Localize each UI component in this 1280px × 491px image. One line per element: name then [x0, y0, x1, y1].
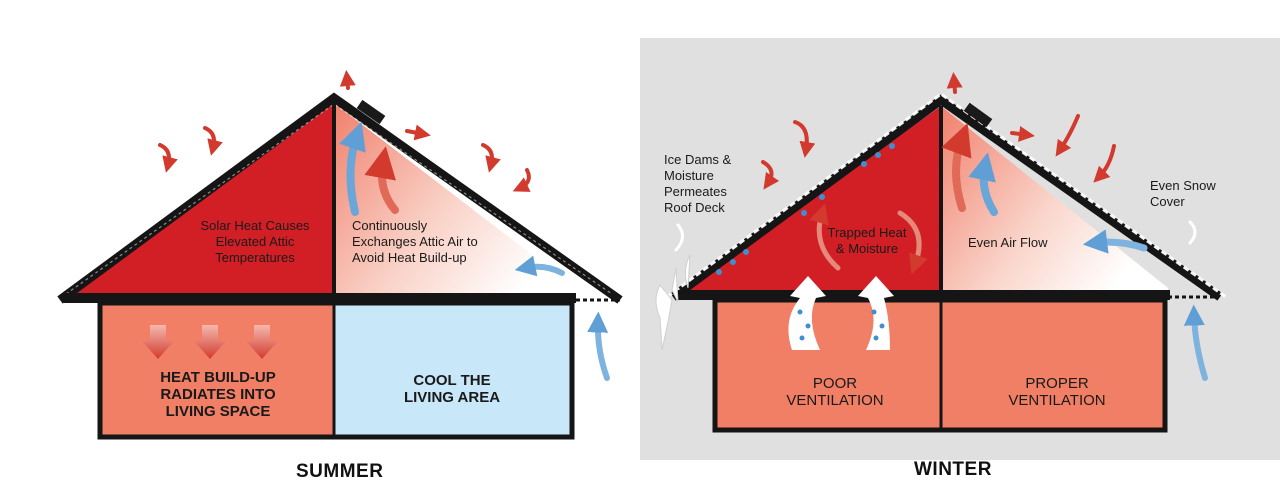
winter-snow-roof	[666, 92, 1227, 299]
winter-ice-dam	[655, 254, 691, 351]
winter-solar-arrows	[761, 72, 1116, 190]
winter-room-poor	[715, 300, 941, 430]
winter-trapped-heat-arrows	[809, 203, 928, 275]
summer-room-hot-text: HEAT BUILD-UP RADIATES INTO LIVING SPACE	[160, 369, 276, 420]
winter-ridge-vent	[963, 102, 993, 128]
summer-ridge-vent	[356, 99, 386, 125]
summer-attic-hot-text: Solar Heat Causes Elevated Attic Tempera…	[200, 218, 310, 265]
winter-room-poor-text: POOR VENTILATION	[786, 375, 884, 409]
summer-roof-outline	[57, 92, 623, 304]
summer-attic-ventilated-text: Continuously Exchanges Attic Air to Avoi…	[352, 218, 478, 265]
summer-attic-floor	[64, 293, 576, 303]
winter-moist-air-arrows	[788, 276, 894, 350]
winter-room-proper-text: PROPER VENTILATION	[1008, 375, 1106, 409]
summer-caption: SUMMER	[296, 461, 384, 482]
summer-room-cool-text: COOL THE LIVING AREA	[403, 372, 501, 406]
summer-house	[57, 70, 623, 440]
winter-room-proper	[941, 300, 1165, 430]
winter-trapped-heat-text: Trapped Heat & Moisture	[827, 225, 907, 256]
summer-room-cool	[334, 303, 572, 437]
winter-caption: WINTER	[914, 459, 992, 480]
summer-intake-arrows	[514, 255, 610, 381]
summer-heat-down-arrows	[142, 325, 278, 359]
winter-air-flow-arrows	[941, 123, 1208, 381]
winter-ice-dams-text: Ice Dams & Moisture Permeates Roof Deck	[664, 152, 732, 215]
winter-air-flow-text: Even Air Flow	[968, 235, 1048, 250]
summer-solar-arrows	[158, 70, 531, 192]
winter-house	[655, 72, 1227, 433]
winter-snow-text: Even Snow Cover	[1150, 178, 1216, 209]
winter-roof-outline	[670, 94, 1223, 301]
winter-moisture-drops	[716, 143, 895, 275]
summer-rising-air-arrows	[339, 121, 399, 216]
winter-attic-floor	[678, 290, 1170, 300]
winter-snow-arrows	[674, 220, 1197, 252]
